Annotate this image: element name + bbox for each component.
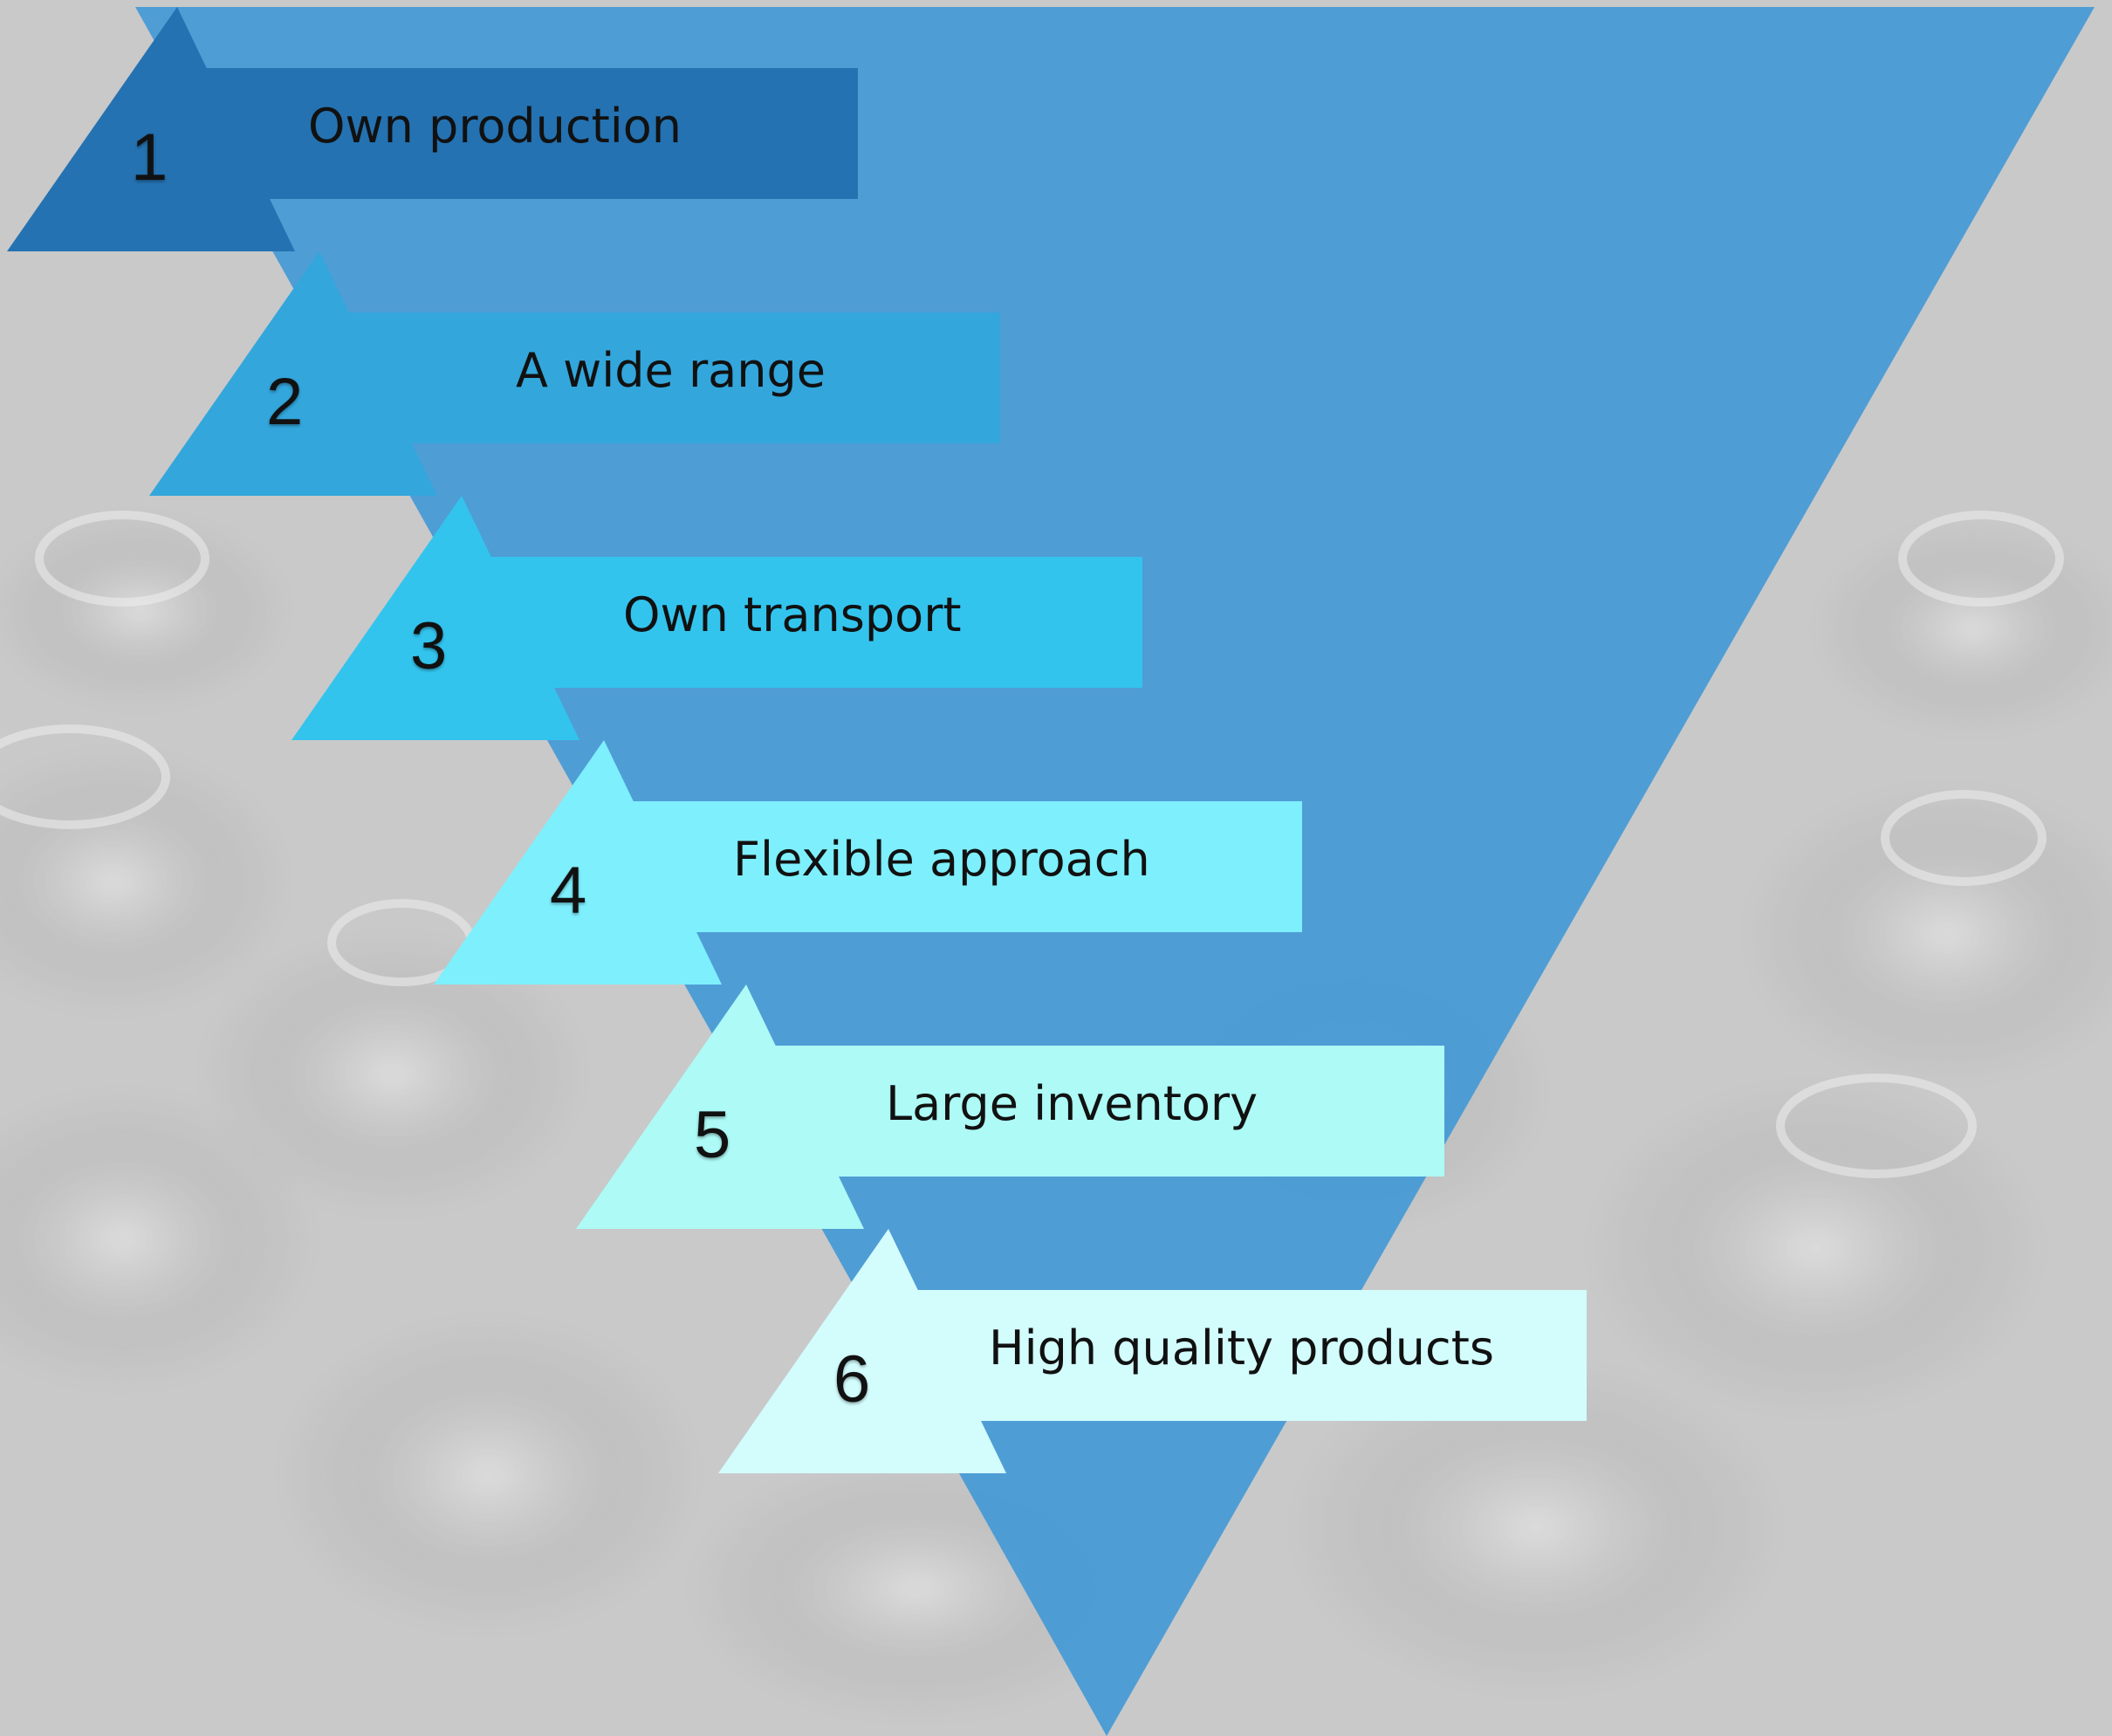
step-label: Large inventory [886, 1076, 1258, 1131]
step-label-bar [888, 1290, 1587, 1421]
bottle-blur [201, 934, 585, 1213]
step-6 [718, 1229, 1587, 1473]
step-number: 6 [833, 1342, 871, 1417]
bottle-blur [0, 515, 288, 707]
bottle-blur [0, 1091, 314, 1388]
step-label-bar [604, 801, 1302, 932]
step-2 [149, 251, 1000, 496]
bottle-blur [1815, 524, 2112, 733]
step-number: 5 [694, 1098, 731, 1172]
step-5 [576, 985, 1444, 1229]
step-number: 4 [550, 854, 587, 928]
step-label: A wide range [516, 343, 826, 398]
bottle-neck-ring [0, 724, 170, 829]
bottle-blur [0, 751, 288, 1012]
step-3 [291, 496, 1142, 740]
step-number: 3 [410, 609, 448, 683]
bottle-neck-ring [1898, 511, 2064, 607]
bottle-blur [279, 1318, 698, 1632]
step-label-bar [177, 68, 858, 199]
step-label: High quality products [989, 1321, 1494, 1376]
bottle-neck-ring [1776, 1074, 1977, 1178]
bottle-neck-ring [35, 511, 209, 607]
step-4 [434, 740, 1302, 985]
step-label: Flexible approach [733, 832, 1150, 887]
bottle-neck-ring [1881, 790, 2047, 886]
step-1 [7, 7, 858, 251]
step-label-bar [462, 557, 1142, 688]
step-label-bar [746, 1046, 1444, 1177]
bottle-blur [1745, 786, 2112, 1082]
step-label-bar [319, 312, 1000, 443]
step-label: Own production [308, 99, 682, 154]
bottle-blur [1292, 1362, 1780, 1693]
step-number: 2 [266, 365, 304, 439]
step-label: Own transport [623, 587, 962, 642]
funnel-steps [7, 7, 1587, 1473]
step-number: 1 [131, 120, 168, 195]
